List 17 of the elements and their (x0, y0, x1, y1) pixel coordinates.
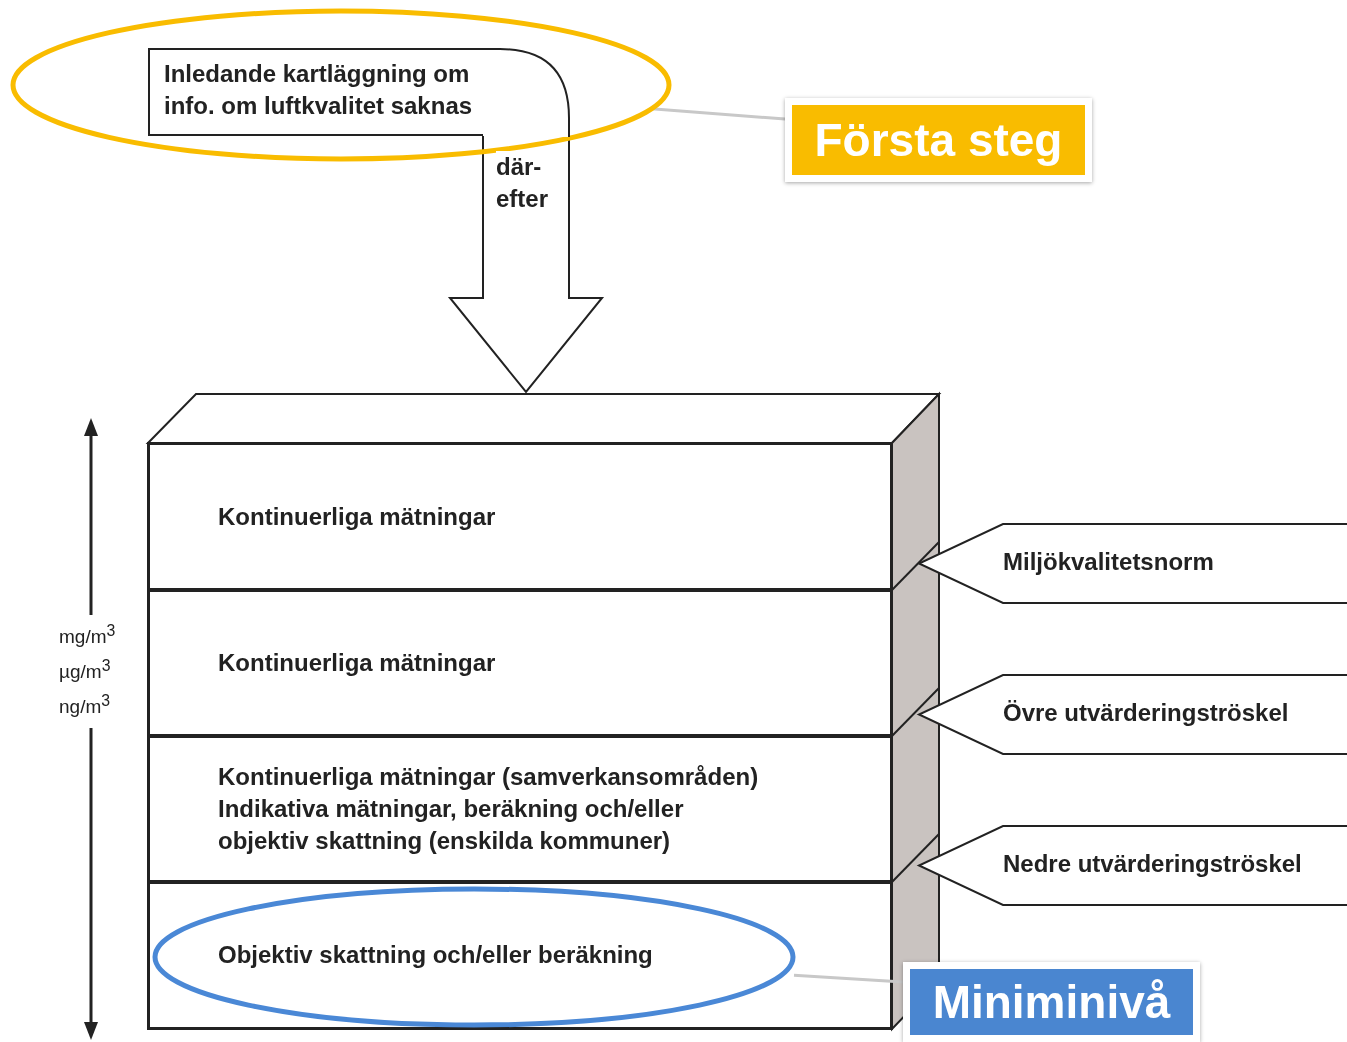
leader-line (793, 973, 904, 984)
band-text: Kontinuerliga mätningar (218, 648, 497, 678)
level-band (148, 736, 892, 882)
band-text: Kontinuerliga mätningar (218, 501, 497, 532)
band-text: Indikativa mätningar, beräkning och/eller objektiv skattning (enskilda kommuner) (218, 794, 685, 856)
pointer-label: Nedre utvärderingströskel (1003, 848, 1302, 879)
level-band (148, 590, 892, 736)
pointer-label: Övre utvärderingströskel (1003, 697, 1289, 728)
text-box: Inledande kartläggning om info. om luftkvalitet saknas (148, 48, 570, 136)
band-text: Kontinuerliga mätningar (samverkansområden) (218, 762, 760, 792)
band-text: Objektiv skattning och/eller beräkning (218, 940, 653, 970)
unit-label: µg/m$^{3}$ (59, 657, 111, 684)
unit-label: mg/m$^{3}$ (59, 622, 116, 649)
level-band (148, 443, 892, 590)
level-band (148, 882, 892, 1029)
unit-label: ng/m$^{3}$ (59, 692, 111, 719)
pointer-label: Miljökvalitetsnorm (1003, 546, 1214, 577)
